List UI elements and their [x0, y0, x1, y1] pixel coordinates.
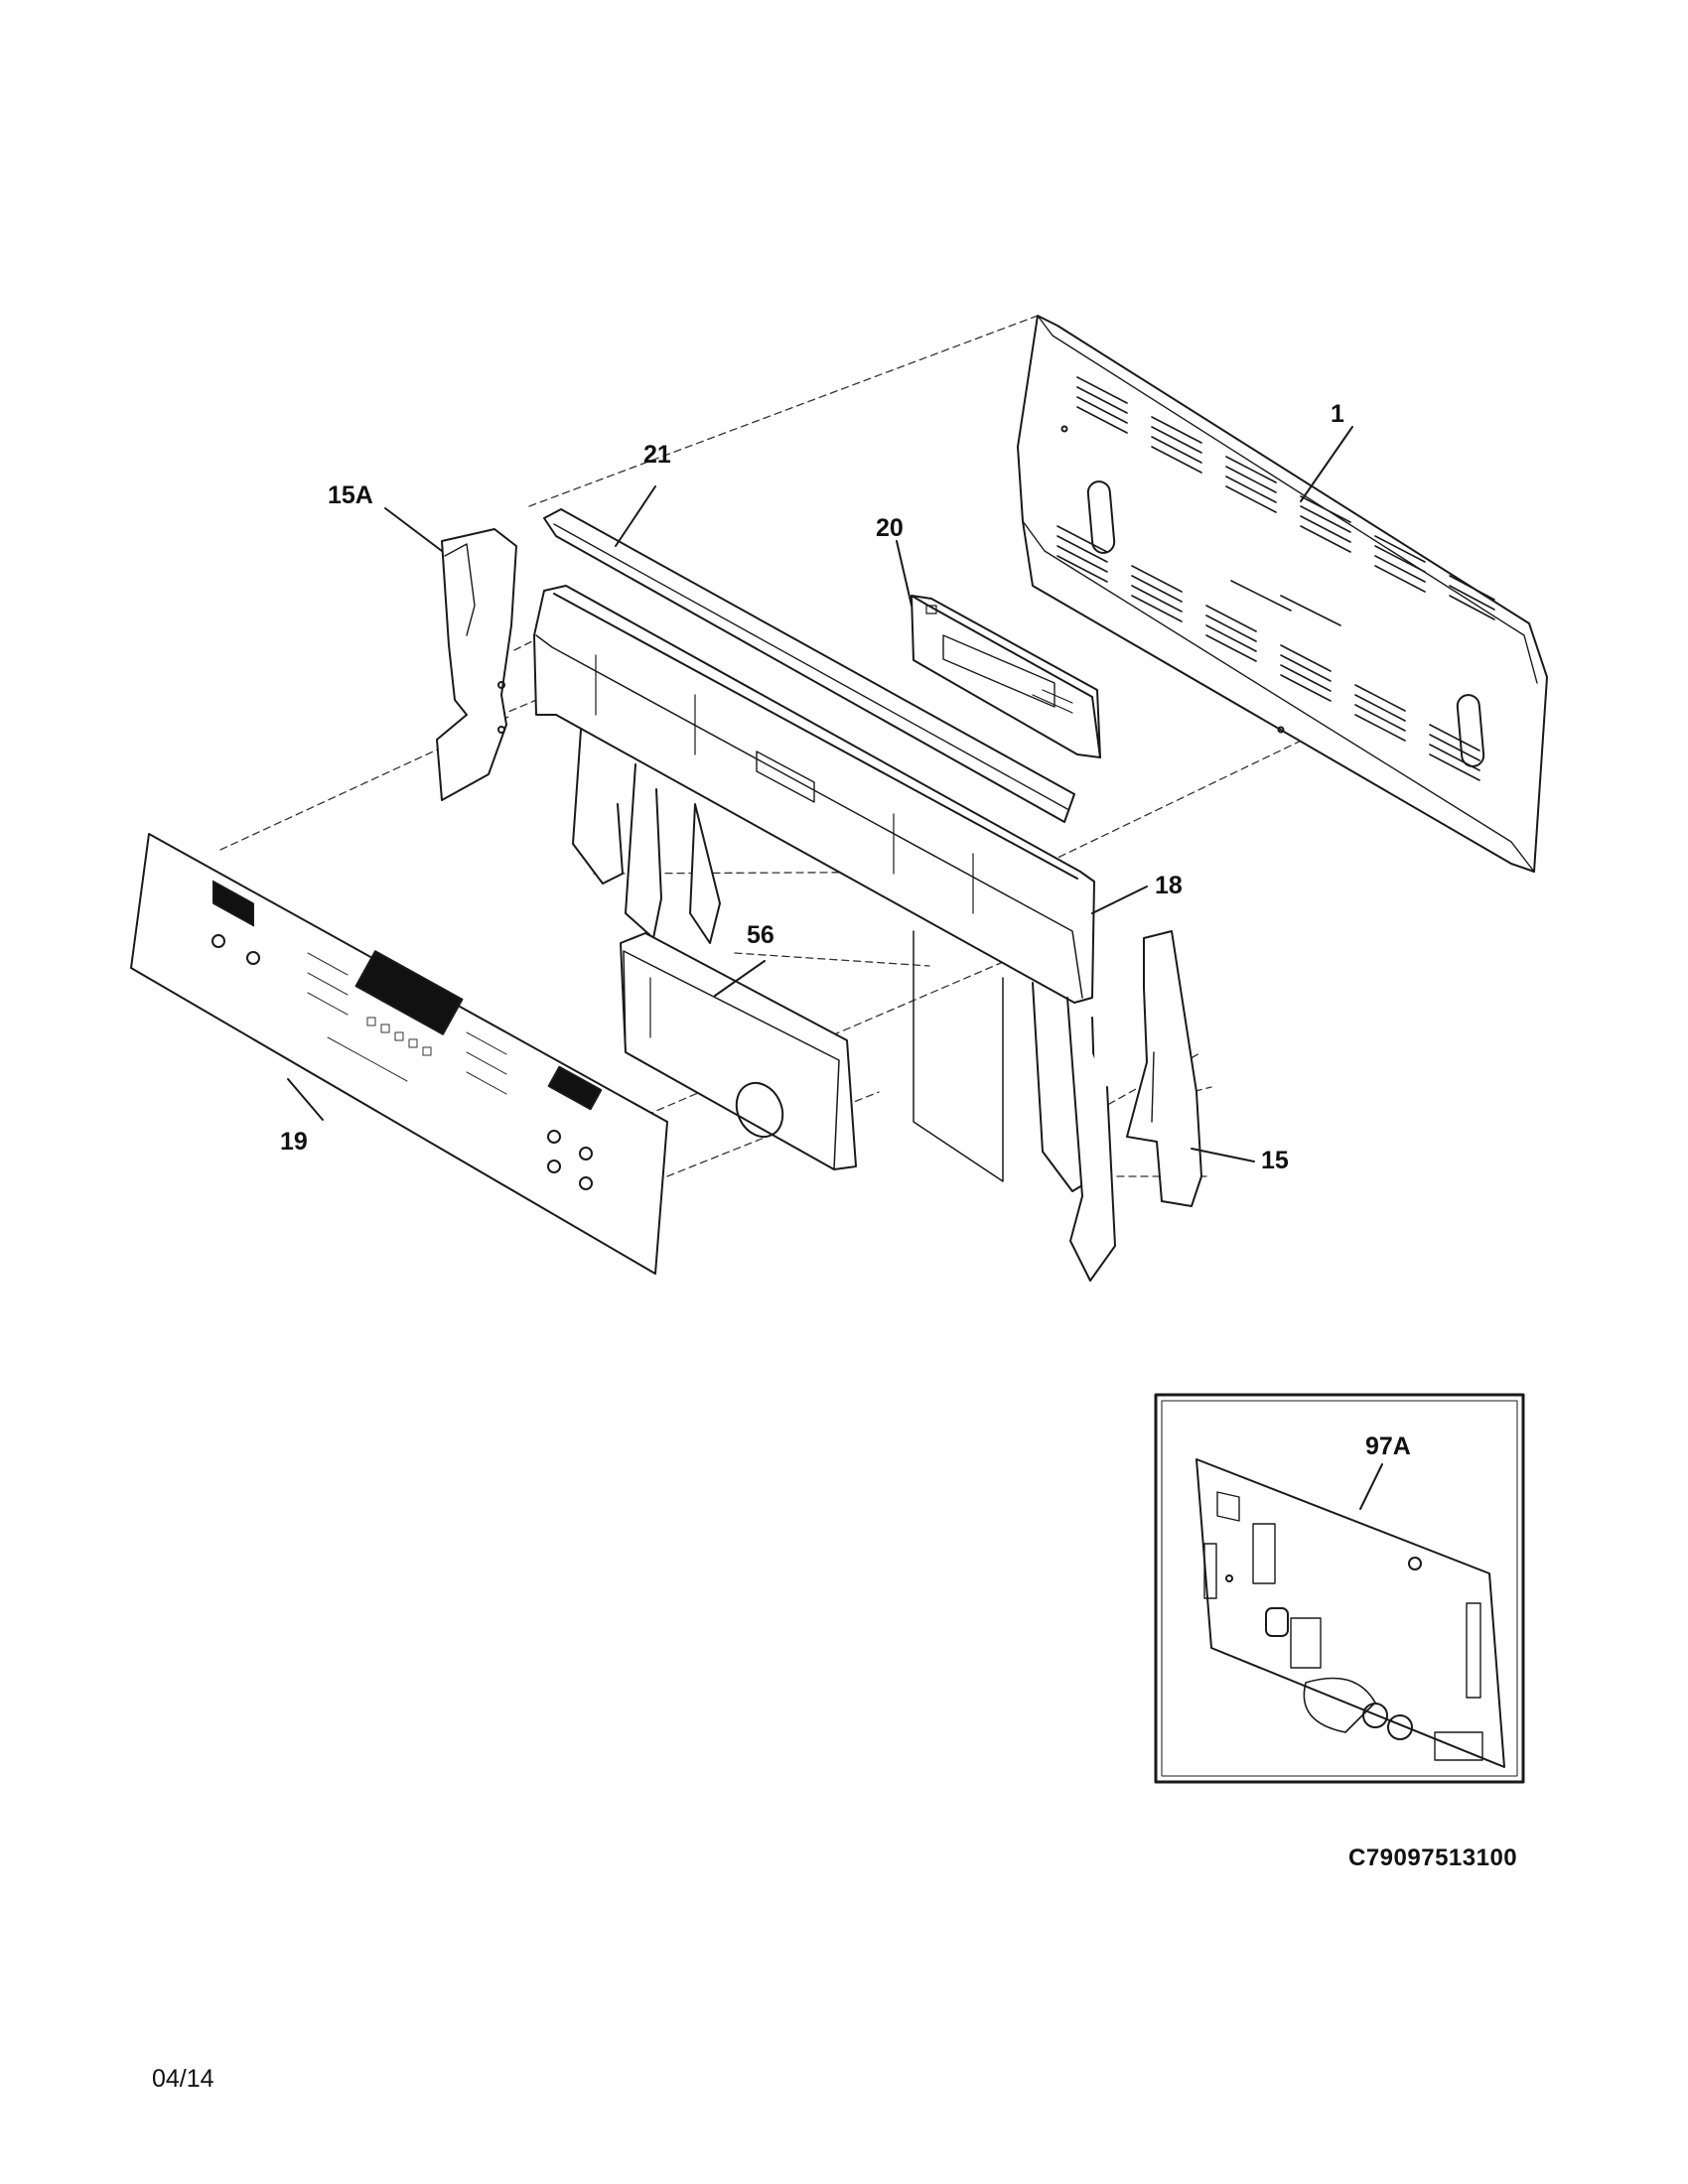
- callout-56: 56: [747, 921, 774, 949]
- callout-21: 21: [643, 441, 671, 469]
- callout-labels: 1 21 15A 20 18 56 15 19 97A: [280, 400, 1411, 1460]
- right-end-cap: [1126, 930, 1202, 1207]
- callout-19: 19: [280, 1128, 308, 1156]
- callout-97a: 97A: [1365, 1433, 1411, 1460]
- control-shield: [620, 932, 857, 1170]
- relay-board: [1196, 1458, 1505, 1768]
- rear-panel: [1017, 315, 1548, 873]
- callout-15: 15: [1261, 1147, 1289, 1174]
- leader-lines: [287, 426, 1353, 1162]
- page-date: 04/14: [152, 2065, 214, 2093]
- callout-18: 18: [1155, 872, 1183, 899]
- control-board: [911, 595, 1101, 758]
- drawing-code: C79097513100: [1348, 1844, 1518, 1871]
- callout-1: 1: [1331, 400, 1344, 428]
- control-panel-housing: [533, 585, 1116, 1282]
- console-overlay: [130, 833, 668, 1275]
- inset-frame: [1154, 1393, 1525, 1784]
- callout-20: 20: [876, 514, 904, 542]
- left-end-cap: [436, 528, 517, 801]
- top-trim: [543, 508, 1075, 823]
- callout-15a: 15A: [328, 481, 373, 509]
